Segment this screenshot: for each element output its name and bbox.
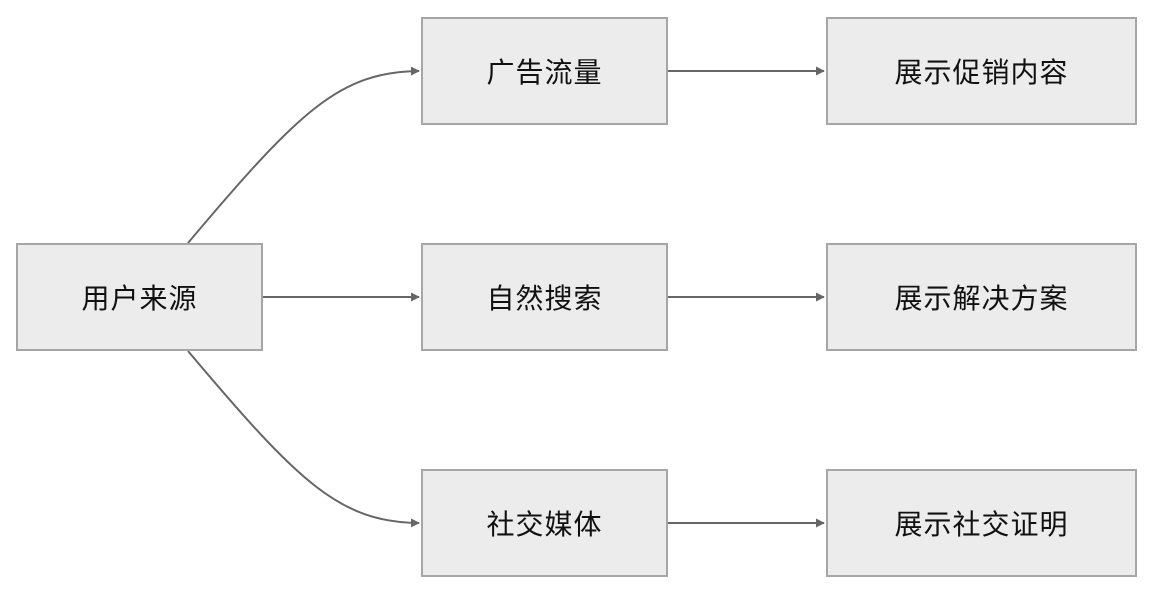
node-label: 展示促销内容 <box>894 56 1069 89</box>
edge-source-social <box>187 350 420 528</box>
node-social-media: 社交媒体 <box>421 469 668 577</box>
node-user-source: 用户来源 <box>16 243 263 351</box>
node-label: 广告流量 <box>486 56 603 89</box>
node-label: 展示解决方案 <box>894 282 1069 315</box>
node-show-social-proof: 展示社交证明 <box>826 469 1137 577</box>
node-show-promo: 展示促销内容 <box>826 17 1137 125</box>
node-label: 社交媒体 <box>486 508 603 541</box>
node-ad-traffic: 广告流量 <box>421 17 668 125</box>
edge-source-ads <box>187 66 420 244</box>
node-label: 展示社交证明 <box>894 508 1069 541</box>
node-organic-search: 自然搜索 <box>421 243 668 351</box>
node-label: 自然搜索 <box>486 282 603 315</box>
node-show-solution: 展示解决方案 <box>826 243 1137 351</box>
node-label: 用户来源 <box>81 282 198 315</box>
